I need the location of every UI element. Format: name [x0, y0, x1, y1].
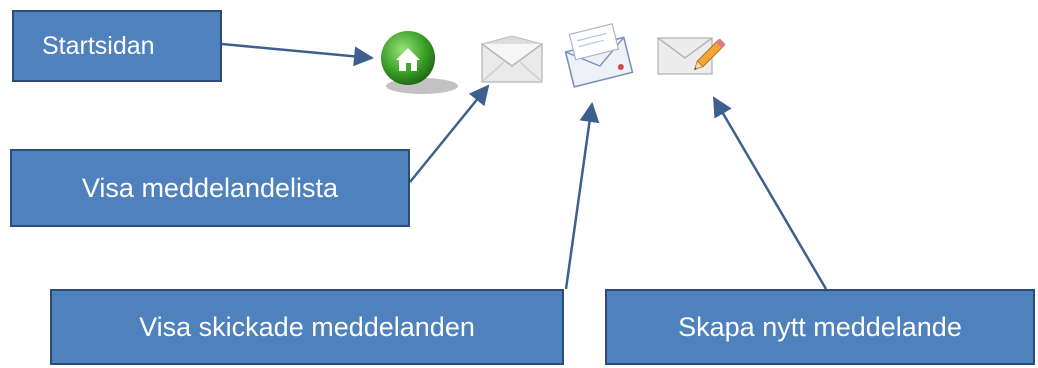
callout-startsidan-label: Startsidan	[42, 31, 155, 60]
envelope-pencil-icon[interactable]	[654, 28, 730, 82]
arrow-to-envelope-pencil-icon	[712, 96, 828, 290]
home-icon[interactable]	[378, 22, 460, 98]
callout-visa-skickade-meddelanden-label: Visa skickade meddelanden	[139, 311, 475, 342]
callout-startsidan: Startsidan	[12, 10, 222, 82]
arrow-to-home-icon	[221, 42, 374, 67]
envelope-closed-icon[interactable]	[478, 34, 548, 86]
arrow-to-envelope-open-icon	[564, 102, 600, 290]
callout-visa-skickade-meddelanden: Visa skickade meddelanden	[50, 289, 564, 365]
callout-skapa-nytt-meddelande: Skapa nytt meddelande	[605, 289, 1035, 365]
callout-visa-meddelandelista-label: Visa meddelandelista	[81, 172, 339, 203]
callout-visa-meddelandelista: Visa meddelandelista	[10, 149, 410, 227]
envelope-open-icon[interactable]	[562, 22, 636, 88]
arrow-to-envelope-closed-icon	[409, 84, 490, 183]
callout-skapa-nytt-meddelande-label: Skapa nytt meddelande	[678, 311, 962, 342]
